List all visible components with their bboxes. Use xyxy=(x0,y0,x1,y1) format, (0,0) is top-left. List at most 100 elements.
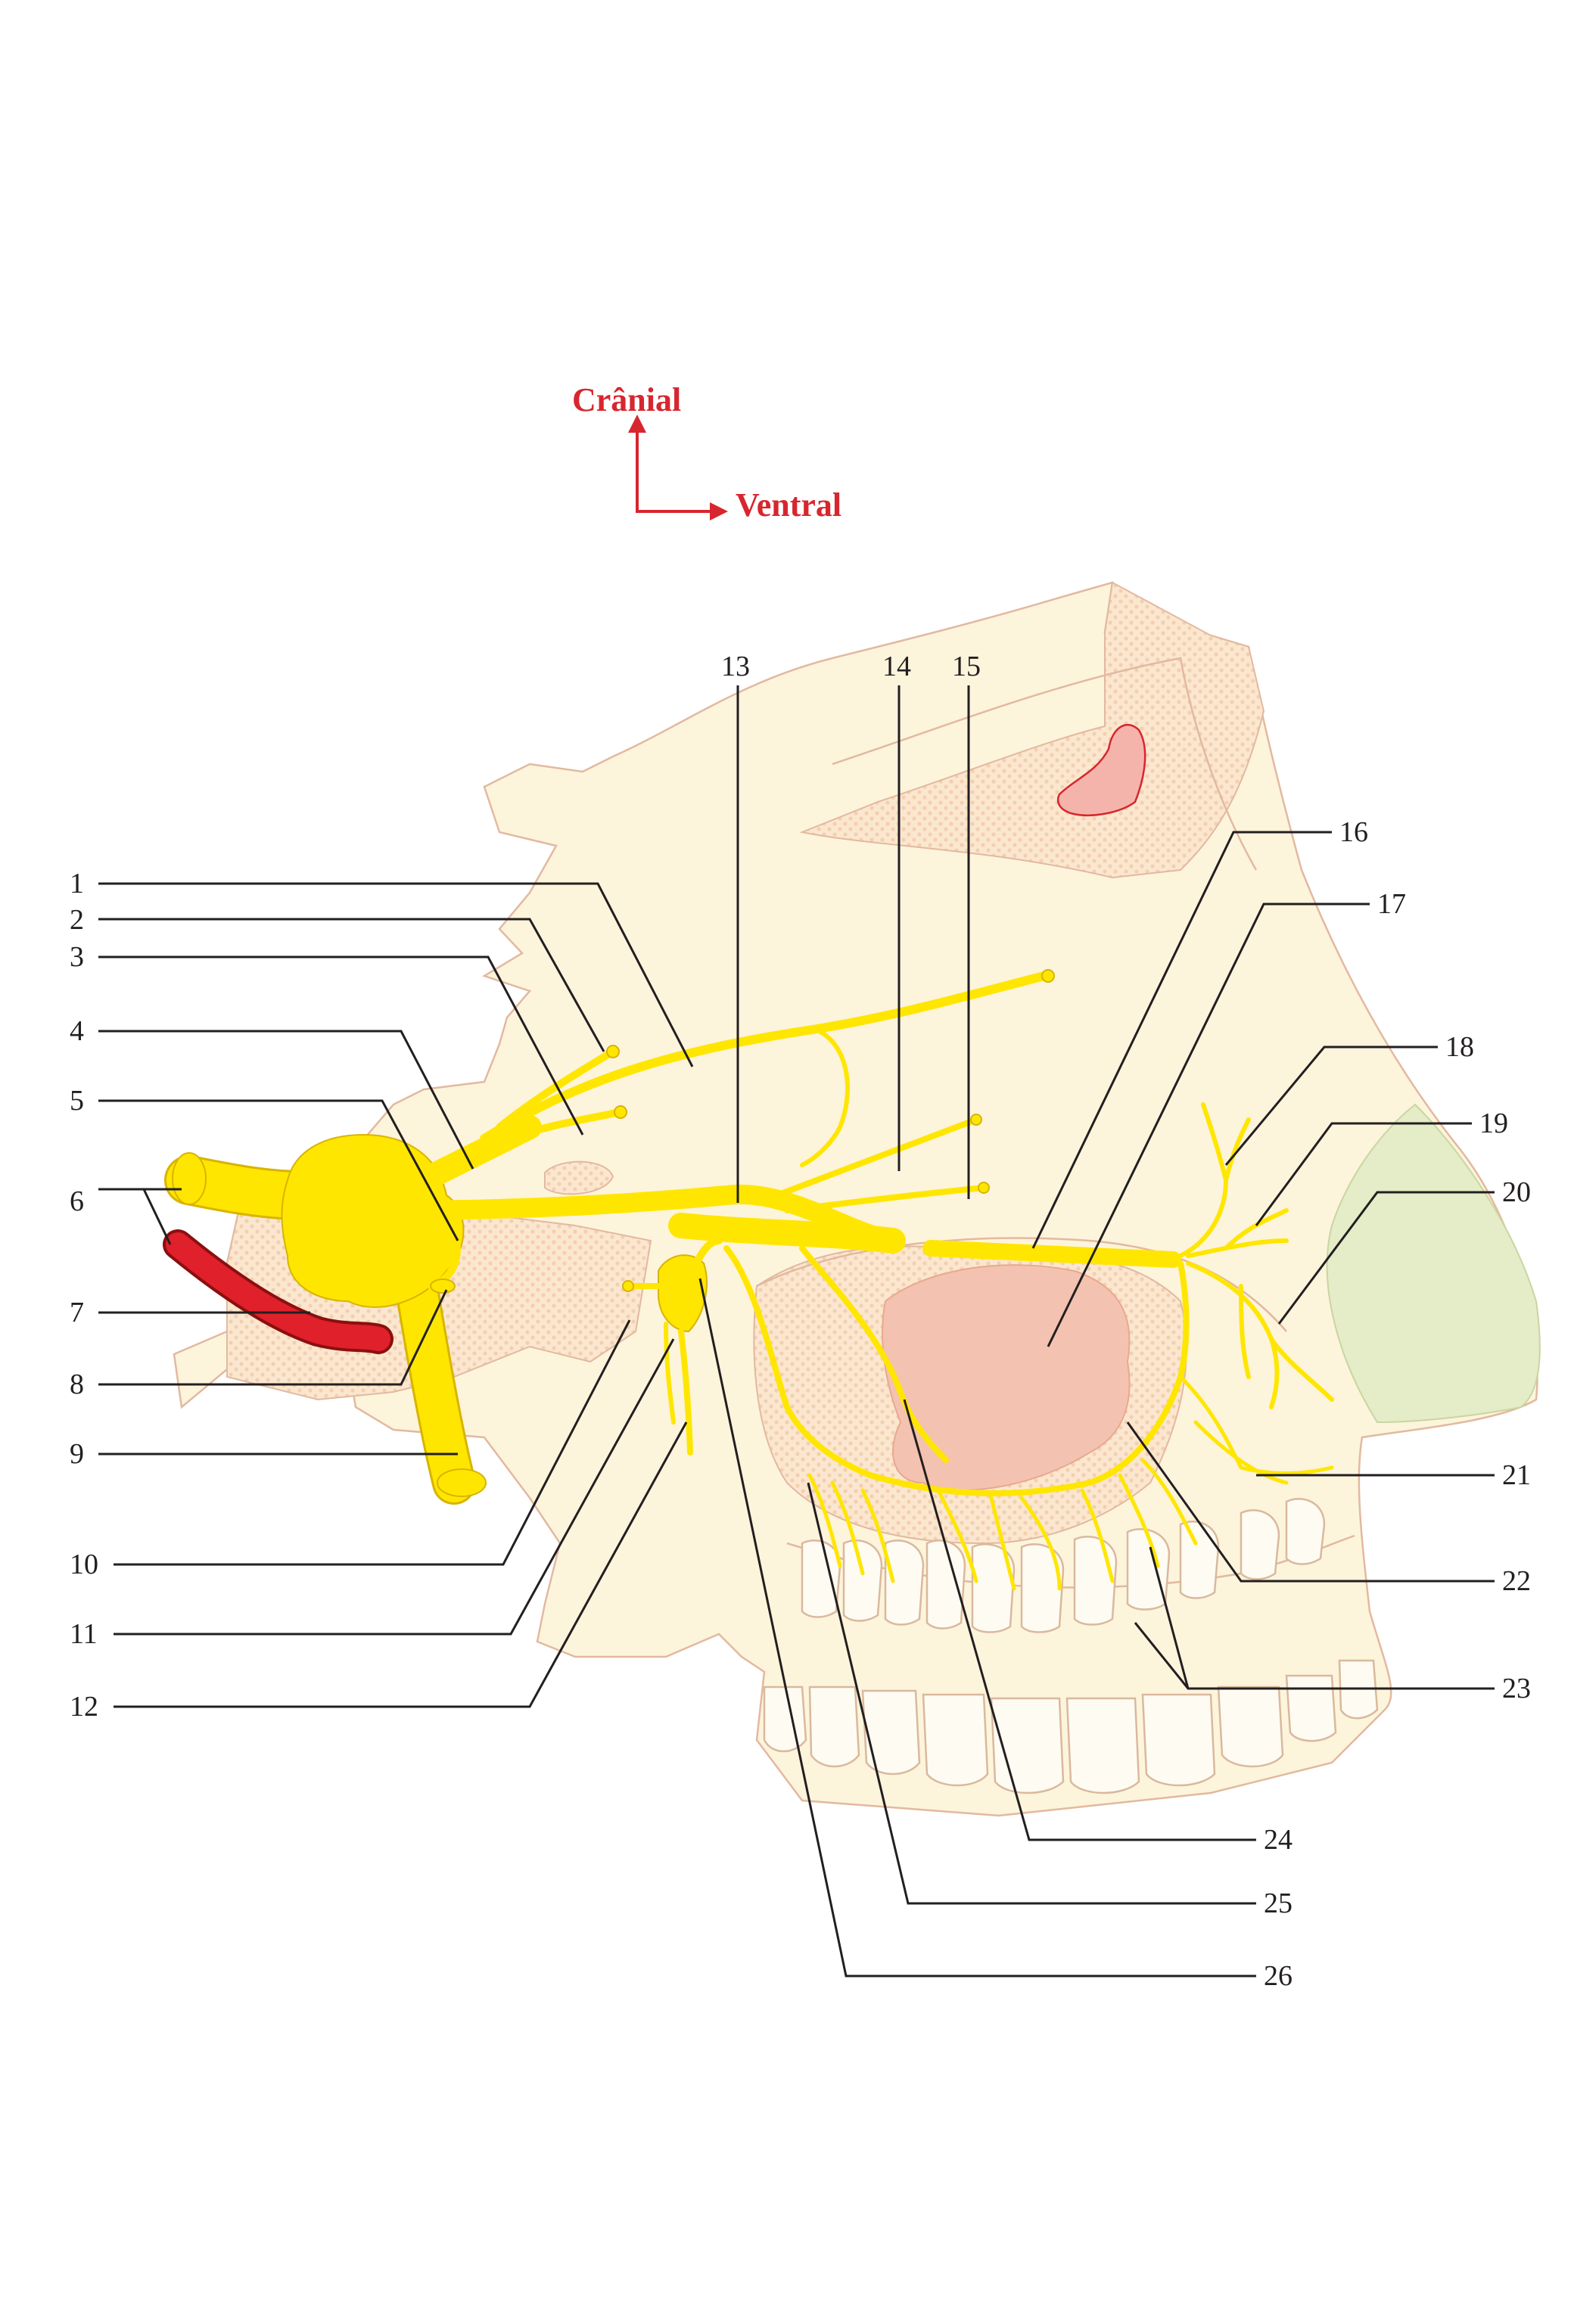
tooth xyxy=(1065,1697,1140,1794)
leader-20 xyxy=(1277,1191,1495,1325)
leader-2 xyxy=(98,918,605,1052)
leader-3 xyxy=(98,955,584,1136)
leader-1 xyxy=(98,882,694,1067)
label-5: 5 xyxy=(70,1085,84,1117)
tooth xyxy=(1020,1543,1065,1633)
label-8: 8 xyxy=(70,1369,84,1400)
nasal-bone-line xyxy=(832,657,1258,871)
label-17: 17 xyxy=(1377,888,1406,920)
label-12: 12 xyxy=(70,1691,98,1723)
label-25: 25 xyxy=(1264,1887,1292,1919)
tooth xyxy=(1141,1693,1216,1787)
maxillary-sinus xyxy=(882,1264,1131,1491)
label-20: 20 xyxy=(1502,1176,1531,1208)
alveolar-branches xyxy=(807,1375,1334,1591)
tooth xyxy=(1240,1509,1280,1580)
label-11: 11 xyxy=(70,1618,98,1650)
nerve-10-end xyxy=(622,1280,634,1292)
nasal-cartilage xyxy=(1326,1103,1541,1424)
nerve-1-branch xyxy=(800,1028,850,1167)
mandibular-nerve-end xyxy=(437,1468,487,1497)
nerve-3 xyxy=(496,1108,624,1146)
nerve-2-end xyxy=(606,1045,620,1058)
label-23: 23 xyxy=(1502,1673,1531,1704)
maxillary-nerve xyxy=(384,1184,903,1251)
nerve-14 xyxy=(754,1117,979,1206)
leader-23 xyxy=(1134,1546,1495,1690)
tooth xyxy=(1073,1536,1118,1626)
label-6: 6 xyxy=(70,1185,84,1217)
leader-lines-right xyxy=(698,831,1495,1978)
orientation-indicator: Crânial Ventral xyxy=(572,381,841,524)
leader-lines-top xyxy=(736,685,970,1203)
nerve-15-end xyxy=(978,1182,990,1194)
tooth xyxy=(922,1693,989,1787)
tooth xyxy=(808,1686,860,1768)
upper-teeth xyxy=(801,1498,1326,1633)
label-3: 3 xyxy=(70,941,84,973)
tooth xyxy=(925,1539,966,1630)
leader-19 xyxy=(1255,1122,1472,1226)
leader-12 xyxy=(114,1421,688,1708)
tooth xyxy=(842,1539,883,1622)
leader-17 xyxy=(1047,903,1370,1347)
ventral-label: Ventral xyxy=(736,486,841,524)
frontal-sinus xyxy=(1056,723,1146,816)
nerve-15 xyxy=(784,1185,987,1213)
label-9: 9 xyxy=(70,1438,84,1470)
nerve-8-end xyxy=(430,1279,456,1294)
label-14: 14 xyxy=(882,651,911,682)
leader-25 xyxy=(807,1482,1256,1905)
leader-4 xyxy=(98,1030,474,1170)
label-7: 7 xyxy=(70,1297,84,1328)
label-26: 26 xyxy=(1264,1960,1292,1992)
tooth xyxy=(1285,1674,1337,1742)
leader-24 xyxy=(903,1399,1256,1841)
artery xyxy=(163,1229,394,1354)
ventral-arrow-head xyxy=(710,502,728,520)
nerves xyxy=(164,969,1334,1591)
leader-lines xyxy=(98,882,694,1708)
label-10: 10 xyxy=(70,1549,98,1580)
label-22: 22 xyxy=(1502,1565,1531,1597)
number-labels: 1 2 3 4 5 6 7 8 9 10 11 12 13 14 15 16 1… xyxy=(70,651,1531,1992)
tooth xyxy=(763,1686,807,1753)
label-16: 16 xyxy=(1339,816,1368,848)
tooth xyxy=(884,1539,925,1626)
leader-8 xyxy=(98,1289,448,1386)
cranial-label: Crânial xyxy=(572,381,681,418)
tooth xyxy=(971,1543,1016,1633)
infraorbital-nerve xyxy=(922,1240,1181,1268)
nerve-1 xyxy=(480,971,1049,1143)
tooth xyxy=(801,1539,841,1618)
label-19: 19 xyxy=(1479,1108,1508,1139)
leader-11 xyxy=(114,1338,675,1636)
label-18: 18 xyxy=(1445,1031,1474,1063)
maxillary-artery-fill xyxy=(166,1232,390,1351)
zygomatic-line xyxy=(756,1237,1287,1332)
leader-6 xyxy=(98,1188,182,1245)
label-1: 1 xyxy=(70,868,84,899)
nerve-11 xyxy=(664,1322,676,1425)
label-4: 4 xyxy=(70,1015,84,1047)
infraorbital-branches xyxy=(1178,1102,1334,1409)
nerve-26-link xyxy=(692,1237,723,1267)
nerve-14-end xyxy=(970,1114,982,1126)
leader-22 xyxy=(1126,1421,1495,1583)
lower-teeth xyxy=(763,1659,1379,1794)
tooth xyxy=(1217,1686,1284,1768)
tooth xyxy=(1126,1528,1171,1611)
leader-16 xyxy=(1031,831,1332,1249)
nerve-12 xyxy=(678,1328,693,1456)
leader-10 xyxy=(114,1319,631,1566)
label-13: 13 xyxy=(721,651,750,682)
nerve-1-end xyxy=(1041,969,1055,983)
label-21: 21 xyxy=(1502,1459,1531,1491)
tooth xyxy=(861,1689,921,1776)
foramen xyxy=(544,1160,614,1195)
frontal-bone-texture xyxy=(799,581,1265,879)
tooth xyxy=(1179,1521,1220,1599)
label-24: 24 xyxy=(1264,1824,1292,1856)
label-2: 2 xyxy=(70,904,84,936)
